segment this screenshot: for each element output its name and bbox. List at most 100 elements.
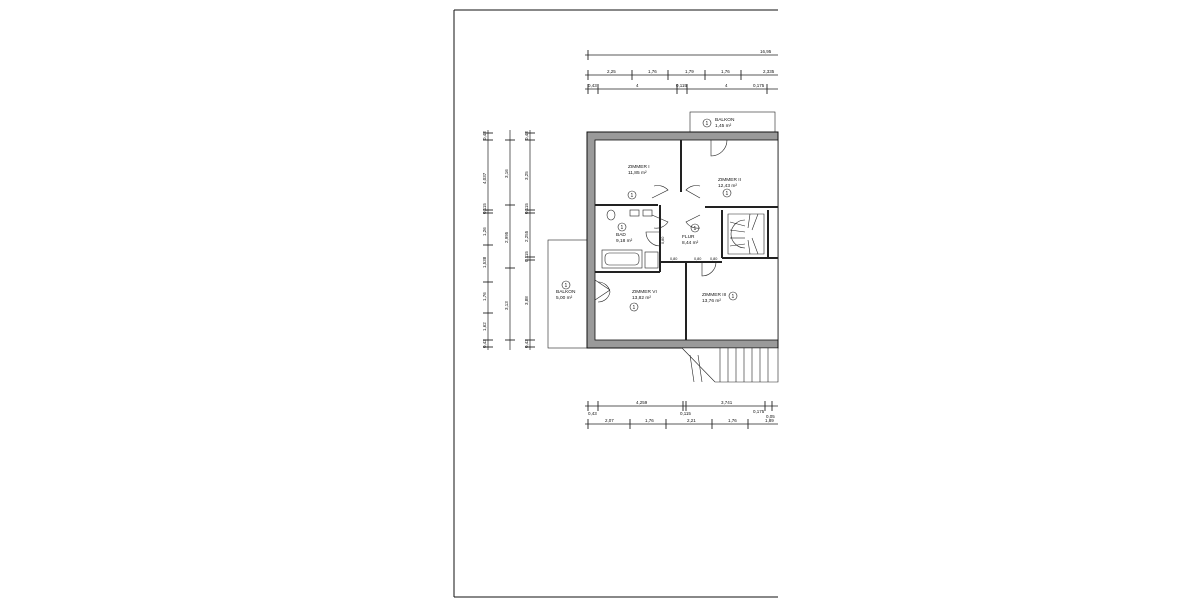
door-width-labels: 0,80 0,80 0,80 0,80: [661, 237, 717, 261]
room-flur: 1 FLUR 8,44 m²: [682, 223, 700, 246]
room-area: 11,85 m²: [628, 170, 647, 176]
dim-bottom-2-5: 1,89: [765, 418, 774, 423]
room-name: BALKON: [556, 289, 576, 295]
room-name: BAD: [616, 232, 626, 238]
dim-left-inner-3: 0,115: [524, 203, 529, 214]
room-marker-circle: [702, 118, 712, 128]
room-marker-circle: [629, 302, 639, 312]
dim-left-outer-4: 1,26: [482, 227, 487, 236]
bathtub: [601, 249, 643, 269]
dim-left-mid-1: 3,16: [504, 169, 509, 178]
dim-bottom-1-1: 0,43: [588, 411, 597, 416]
room-marker: 1: [732, 294, 735, 300]
staircase: [727, 213, 765, 255]
room-zimmer-3: ZIMMER III 13,76 m² 1: [702, 291, 738, 304]
dim-left-outer-7: 1,62: [482, 322, 487, 331]
room-marker: 1: [621, 225, 624, 231]
dim-left-inner-7: 0,43: [524, 339, 529, 348]
room-name: ZIMMER VI: [632, 289, 657, 295]
dimension-chain-left: 0,43 4,037 0,115 1,26 1,538 1,76 1,62 0,…: [482, 130, 535, 350]
dim-top-2-1: 2,25: [607, 69, 616, 74]
dim-left-inner-2: 3,25: [524, 171, 529, 180]
interior-partitions: [595, 140, 778, 340]
room-area: 13,82 m²: [632, 295, 651, 301]
dim-overall-width: 16,95: [760, 49, 772, 54]
room-marker: 1: [726, 191, 729, 197]
room-marker: 1: [694, 226, 697, 232]
dimension-chain-bottom: 0,43 4,259 0,115 3,741 0,175 0,05 2,07 1…: [585, 400, 778, 429]
dim-left-mid-2: 2,995: [504, 231, 509, 243]
room-balkon-left: 1 BALKON 5,00 m²: [556, 280, 576, 301]
room-marker-circle: [728, 291, 738, 301]
dim-bottom-1-6: 0,05: [766, 414, 775, 419]
doors: [594, 139, 728, 303]
room-name: ZIMMER I: [628, 164, 650, 170]
dim-top-3-1: 0,43: [588, 83, 597, 88]
room-zimmer-2: ZIMMER II 12,43 m² 1: [718, 177, 741, 198]
room-bad: 1 BAD 9,18 m²: [616, 222, 633, 244]
dim-left-outer-3: 0,115: [482, 203, 487, 214]
dimension-chain-top: 16,95 2,25 1,76 1,79 1,76 2,335 0,43 4 0…: [585, 49, 778, 94]
room-zimmer-6: ZIMMER VI 13,82 m² 1: [629, 289, 657, 312]
room-marker-circle: [561, 280, 571, 290]
toilet: [606, 209, 616, 221]
room-name: ZIMMER II: [718, 177, 741, 183]
door-label-1: 0,80: [661, 237, 665, 244]
dim-left-inner-5: 0,115: [524, 251, 529, 262]
dim-bottom-1-2: 4,259: [636, 400, 648, 405]
room-marker-circle: [690, 223, 700, 233]
room-marker: 1: [633, 305, 636, 311]
room-area: 9,18 m²: [616, 238, 633, 244]
dim-left-outer-5: 1,538: [482, 256, 487, 268]
dim-top-2-5: 2,335: [763, 69, 775, 74]
room-marker-circle: [617, 222, 627, 232]
dim-top-2-2: 1,76: [648, 69, 657, 74]
exterior-stairs: [681, 347, 779, 383]
room-marker: 1: [565, 283, 568, 289]
dim-bottom-1-4: 3,741: [721, 400, 733, 405]
door-label-3: 0,80: [694, 257, 701, 261]
bathtub-basin: [604, 252, 640, 266]
dim-bottom-2-3: 2,21: [687, 418, 696, 423]
room-balkon-top: 1 BALKON 1,45 m²: [702, 117, 735, 129]
balcony-left: [547, 239, 589, 349]
dim-left-outer-8: 0,43: [482, 339, 487, 348]
room-area: 8,44 m²: [682, 240, 699, 246]
room-zimmer-1: ZIMMER I 11,85 m² 1: [627, 164, 650, 200]
dim-left-outer-1: 0,43: [482, 131, 487, 140]
dim-left-outer-2: 4,037: [482, 172, 487, 184]
dim-left-mid-3: 3,13: [504, 301, 509, 310]
room-area: 13,76 m²: [702, 298, 721, 304]
dim-bottom-2-4: 1,76: [728, 418, 737, 423]
room-marker: 1: [706, 121, 709, 127]
sink-1: [629, 209, 640, 217]
room-name: ZIMMER III: [702, 292, 726, 298]
dim-bottom-2-2: 1,76: [645, 418, 654, 423]
dim-top-3-4: 4: [725, 83, 728, 88]
dim-top-3-3: 0,115: [676, 83, 687, 88]
dim-bottom-1-3: 0,115: [680, 411, 691, 416]
dim-bottom-2-1: 2,07: [605, 418, 614, 423]
room-area: 5,00 m²: [556, 295, 573, 301]
room-area: 12,43 m²: [718, 183, 737, 189]
dim-left-inner-4: 2,255: [524, 230, 529, 242]
bathroom-fixtures: [601, 209, 659, 269]
dim-top-3-2: 4: [636, 83, 639, 88]
door-label-4: 0,80: [710, 257, 717, 261]
room-marker: 1: [631, 193, 634, 199]
dim-top-2-4: 1,76: [721, 69, 730, 74]
dim-left-inner-6: 3,88: [524, 296, 529, 305]
sink-2: [642, 209, 653, 217]
room-marker-circle: [722, 188, 732, 198]
room-name: BALKON: [715, 117, 735, 123]
dim-bottom-1-5: 0,175: [753, 409, 765, 414]
room-area: 1,45 m²: [715, 123, 732, 129]
dim-top-2-3: 1,79: [685, 69, 694, 74]
room-name: FLUR: [682, 234, 695, 240]
shower: [644, 251, 659, 269]
dim-left-inner-1: 0,43: [524, 131, 529, 140]
dim-left-outer-6: 1,76: [482, 292, 487, 301]
room-marker-circle: [627, 190, 637, 200]
door-label-2: 0,80: [670, 257, 677, 261]
